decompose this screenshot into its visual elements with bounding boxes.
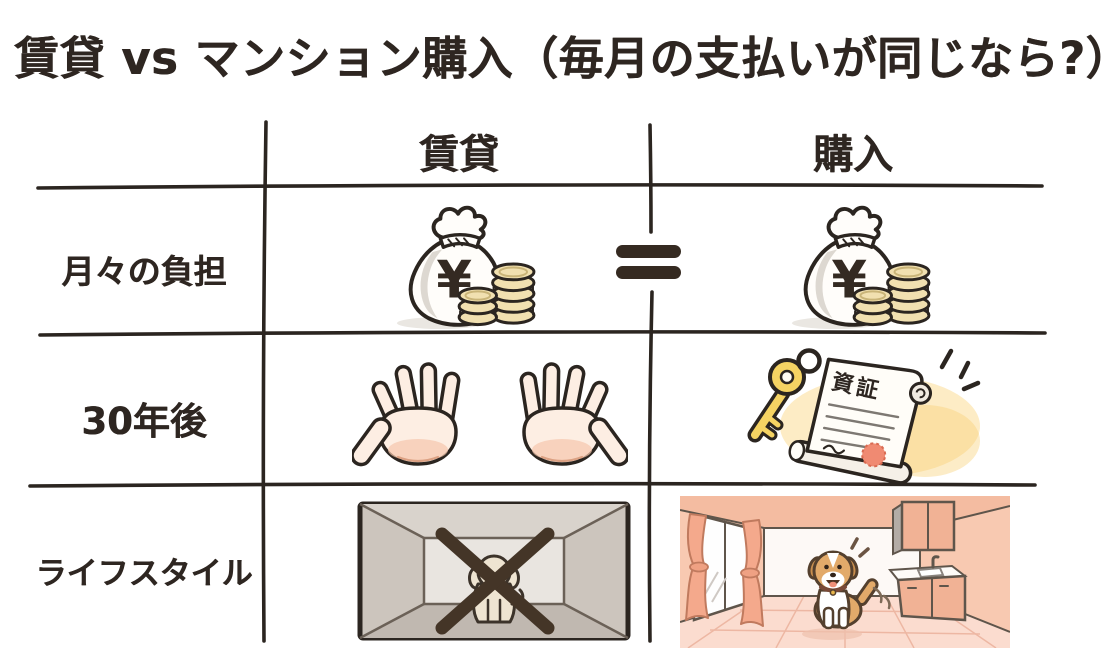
- empty-hands-icon: [352, 362, 628, 468]
- key-and-deed-icon: 資証: [747, 348, 981, 485]
- cross-out-x-icon: [435, 527, 555, 635]
- page-title: 賃貸 vs マンション購入（毎月の支払いが同じなら?）: [14, 32, 1106, 85]
- grid-vline-left: [261, 120, 268, 643]
- faucet: [931, 555, 940, 569]
- grid-hline-header: [36, 183, 1044, 190]
- row-label-lifestyle: ライフスタイル: [35, 556, 253, 592]
- key-ring: [796, 348, 822, 374]
- gold-key: [747, 348, 822, 443]
- kitchen: [888, 500, 968, 622]
- no-pets-icon: [357, 501, 631, 641]
- pet-friendly-room-icon: [680, 496, 1010, 648]
- sparkle-marks: [939, 348, 981, 392]
- row-label-monthly-burden: 月々の負担: [61, 252, 227, 291]
- equals-icon: [616, 245, 681, 279]
- excitement-marks: [850, 537, 870, 558]
- row-label-after-30-years: 30年後: [81, 400, 207, 443]
- column-header-rent: 賃貸: [419, 132, 499, 178]
- grid-vline-right-lower: [647, 290, 654, 643]
- window-with-curtains: [685, 512, 764, 627]
- kitchen-sink: [916, 566, 945, 579]
- deed-seal: [861, 442, 887, 468]
- grid-hline-row2: [28, 481, 1037, 488]
- happy-dog: [802, 537, 891, 640]
- grid-hline-row1: [38, 330, 1047, 337]
- column-header-purchase: 購入: [813, 132, 893, 178]
- grid-vline-right-upper: [648, 123, 653, 234]
- tail-wag-marks: [872, 586, 891, 610]
- property-deed-scroll: 資証: [788, 357, 933, 485]
- money-bag-purchase-icon: [790, 205, 931, 331]
- money-bag-rent-icon: [395, 205, 536, 331]
